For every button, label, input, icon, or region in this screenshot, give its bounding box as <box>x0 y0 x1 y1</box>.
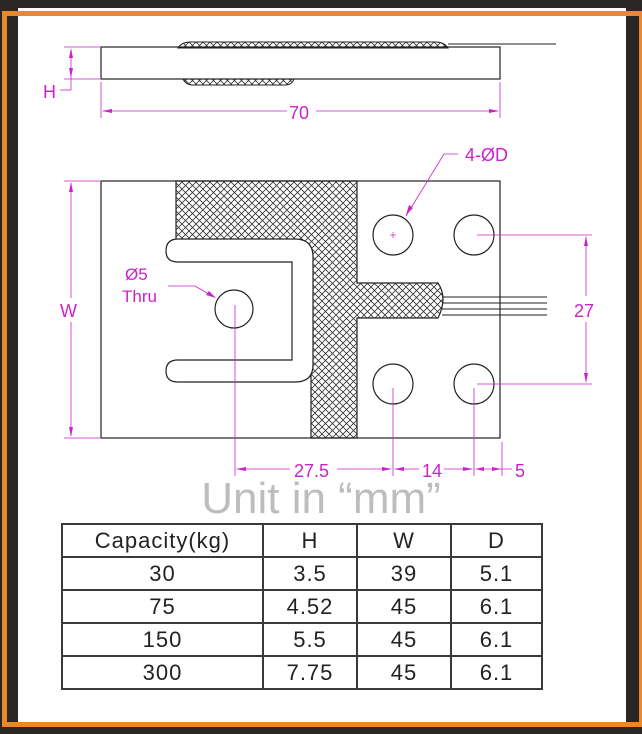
table-row: 150 5.5 45 6.1 <box>61 622 543 657</box>
cell-w: 45 <box>356 589 452 624</box>
cell-capacity: 150 <box>61 622 264 657</box>
cable-wires <box>442 296 547 316</box>
cell-capacity: 75 <box>61 589 264 624</box>
cell-h: 7.75 <box>262 655 358 690</box>
cell-capacity: 300 <box>61 655 264 690</box>
strain-gauge-bottom <box>182 78 295 86</box>
offset-label: 27.5 <box>294 461 329 481</box>
length-label: 70 <box>289 103 309 123</box>
cell-w: 45 <box>356 655 452 690</box>
mount-hole-label: 4-ØD <box>465 145 508 165</box>
cell-d: 6.1 <box>450 589 543 624</box>
top-view-dimensions: W 4-ØD Ø5 Thru 27 27.5 14 <box>58 145 594 481</box>
hole-pitch-vertical-label: 27 <box>574 301 594 321</box>
header-w: W <box>356 523 452 558</box>
cell-d: 6.1 <box>450 622 543 657</box>
cell-h: 3.5 <box>262 556 358 591</box>
width-label: W <box>60 301 77 321</box>
capacity-spec-table: Capacity(kg) H W D 30 3.5 39 5.1 75 4.52… <box>61 523 543 690</box>
through-hole <box>214 289 254 329</box>
cell-h: 4.52 <box>262 589 358 624</box>
table-row: 300 7.75 45 6.1 <box>61 655 543 690</box>
cell-d: 5.1 <box>450 556 543 591</box>
table-row: 30 3.5 39 5.1 <box>61 556 543 591</box>
header-h: H <box>262 523 358 558</box>
unit-caption: Unit in “mm” <box>201 474 441 523</box>
hole-pitch-horizontal-label: 14 <box>422 461 442 481</box>
table-row: 75 4.52 45 6.1 <box>61 589 543 624</box>
cell-d: 6.1 <box>450 655 543 690</box>
side-body-outline <box>100 46 501 80</box>
side-view: H 70 <box>43 41 556 123</box>
table-header-row: Capacity(kg) H W D <box>61 523 543 558</box>
edge-offset-label: 5 <box>515 461 525 481</box>
through-hole-label-thru: Thru <box>122 287 157 306</box>
through-hole-label-diameter: Ø5 <box>125 265 148 284</box>
cell-w: 45 <box>356 622 452 657</box>
u-slot <box>165 238 314 383</box>
top-view <box>100 180 547 439</box>
header-d: D <box>450 523 543 558</box>
cell-h: 5.5 <box>262 622 358 657</box>
height-label: H <box>43 82 56 102</box>
top-body-outline <box>100 180 501 439</box>
header-capacity: Capacity(kg) <box>61 523 264 558</box>
cell-capacity: 30 <box>61 556 264 591</box>
cell-w: 39 <box>356 556 452 591</box>
